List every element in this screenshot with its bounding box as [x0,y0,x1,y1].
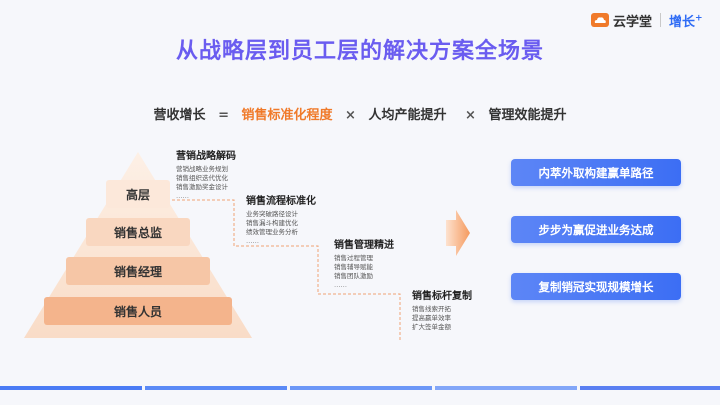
pyramid-tier-director: 销售总监 [86,218,190,246]
stage-item: 业务突破路径设计 [246,210,298,218]
stage-strategy: 营销战略解码 营销战略业务规划 销售组织迭代优化 销售激励奖金设计 …… [176,147,236,200]
stage-ellipsis: …… [334,281,347,289]
stage-title: 销售管理精进 [334,240,394,251]
stage-item: 提高赢单效率 [412,314,451,322]
formula-term-2: 人均产能提升 [368,108,447,123]
stage-item: 扩大签单金额 [412,323,451,331]
bottom-bar-gap [142,386,145,390]
bottom-bar-gap [287,386,290,390]
stage-item: 销售激励奖金设计 [176,183,228,191]
result-pill-1: 内萃外取构建赢单路径 [511,159,681,186]
stage-item: 绩效管理业务分析 [246,228,298,236]
logo-separator [660,13,662,27]
bottom-bar-segment [290,386,432,390]
result-pill-3: 复制销冠实现规模增长 [511,273,681,300]
right-arrow-icon [446,210,470,256]
logo-brand-text: 云学堂 [613,14,653,30]
cloud-logo-icon [591,13,609,27]
result-pill-2: 步步为赢促进业务达成 [511,216,681,243]
formula-times-1: × [345,108,356,123]
stage-item: 营销战略业务规划 [176,165,228,173]
stage-ellipsis: …… [176,192,189,200]
bottom-bar-gap [577,386,580,390]
stage-process: 销售流程标准化 业务突破路径设计 销售漏斗构建优化 绩效管理业务分析 …… [246,192,316,245]
logo-growth-text: 增长+ [669,13,703,30]
stage-item: 销售过程管理 [334,254,373,262]
formula-equals: = [218,108,229,123]
logo: 云学堂 增长+ [591,9,703,31]
bottom-bar-segment [435,386,577,390]
stage-item: 销售线索开拓 [412,305,451,313]
bottom-color-bar [0,386,720,390]
pyramid-tier-executive: 高层 [106,180,170,208]
formula-term-3: 管理效能提升 [488,108,567,123]
stage-item: 销售辅导赋能 [334,263,373,271]
stage-item: 销售组织迭代优化 [176,174,228,182]
bottom-bar-segment [0,386,142,390]
formula-highlight: 销售标准化程度 [241,108,333,123]
bottom-bar-segment [580,386,720,390]
formula: 营收增长 = 销售标准化程度 × 人均产能提升 × 管理效能提升 [0,104,720,123]
page-title: 从战略层到员工层的解决方案全场景 [175,39,544,64]
stage-title: 销售流程标准化 [246,196,316,207]
formula-times-2: × [465,108,476,123]
stage-title: 营销战略解码 [176,151,236,162]
formula-left: 营收增长 [153,108,206,123]
stage-benchmark: 销售标杆复制 销售线索开拓 提高赢单效率 扩大签单金额 [412,287,472,332]
stage-management: 销售管理精进 销售过程管理 销售辅导赋能 销售团队激励 …… [334,236,394,289]
pyramid-tier-staff: 销售人员 [44,297,232,325]
stage-title: 销售标杆复制 [412,291,472,302]
stage-item: 销售团队激励 [334,272,373,280]
stage-ellipsis: …… [246,237,259,245]
pyramid-tier-manager: 销售经理 [66,257,210,285]
bottom-bar-segment [145,386,287,390]
stage-item: 销售漏斗构建优化 [246,219,298,227]
bottom-bar-gap [432,386,435,390]
